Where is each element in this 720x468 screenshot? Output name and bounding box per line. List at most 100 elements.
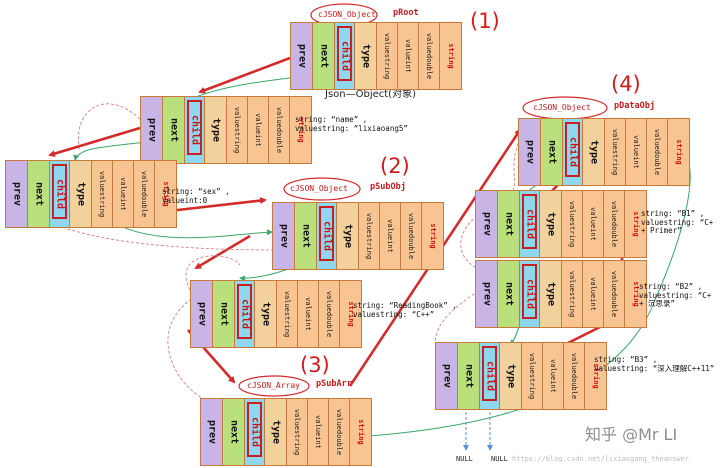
- field-label-valueint: valueint: [119, 177, 127, 211]
- field-label-child: child: [249, 416, 260, 448]
- child-highlight-box: [482, 346, 497, 401]
- field-label-valuestring: valuestring: [528, 352, 536, 400]
- field-valuedouble: valuedouble: [604, 261, 625, 327]
- field-next: next: [213, 281, 235, 347]
- field-valuestring: valuestring: [562, 191, 583, 257]
- field-prev: prev: [291, 23, 313, 89]
- field-valuestring: valuestring: [377, 23, 398, 89]
- field-child: child: [563, 119, 583, 185]
- field-type: type: [337, 203, 359, 269]
- arrow-root-child: [198, 56, 291, 94]
- field-type: type: [500, 343, 522, 409]
- field-valueint: valueint: [380, 203, 401, 269]
- field-label-type: type: [75, 181, 86, 207]
- field-label-type: type: [505, 363, 516, 389]
- g1-caption: Json—Object(对象): [325, 89, 416, 100]
- field-prev: prev: [476, 261, 498, 327]
- field-label-prev: prev: [481, 281, 492, 307]
- field-label-child: child: [189, 114, 200, 146]
- info-b2-value: valuestring: “C+: [639, 290, 712, 300]
- field-valuestring: valuestring: [92, 161, 113, 227]
- field-child: child: [520, 261, 540, 327]
- field-label-next: next: [168, 117, 179, 143]
- field-label-valuestring: valuestring: [365, 212, 373, 260]
- field-label-prev: prev: [11, 181, 22, 207]
- field-label-valuedouble: valuedouble: [335, 408, 343, 456]
- field-next: next: [163, 97, 185, 163]
- field-string: string: [585, 343, 606, 409]
- info-b3: string: “B3” , valuestring: “深入理解C++11”: [594, 355, 714, 373]
- field-valueint: valueint: [308, 399, 329, 465]
- field-label-child: child: [567, 136, 578, 168]
- field-child: child: [480, 343, 500, 409]
- field-label-valuedouble: valuedouble: [425, 32, 433, 80]
- field-label-prev: prev: [278, 223, 289, 249]
- field-type: type: [205, 97, 227, 163]
- field-label-prev: prev: [206, 419, 217, 445]
- field-string: string: [340, 281, 361, 347]
- info-reading: string: “ReadingBook” , valuestring: “C+…: [353, 301, 457, 319]
- oval-g2: [283, 177, 361, 201]
- child-highlight-box: [247, 402, 262, 457]
- field-type: type: [355, 23, 377, 89]
- field-label-string: string: [446, 43, 455, 69]
- field-valueint: valueint: [583, 261, 604, 327]
- info-b2-value-cont: + 沉思录”: [639, 299, 676, 309]
- field-label-valueint: valueint: [314, 415, 322, 449]
- field-label-valuedouble: valuedouble: [653, 128, 661, 176]
- field-valuestring: valuestring: [287, 399, 308, 465]
- info-b1-value: valuestring: “C+: [641, 217, 714, 227]
- field-label-valueint: valueint: [254, 113, 262, 147]
- field-valueint: valueint: [298, 281, 319, 347]
- field-prev: prev: [519, 119, 541, 185]
- field-label-child: child: [484, 360, 495, 392]
- info-sex: string: “sex” , Valueint:0: [162, 187, 230, 205]
- field-label-next: next: [503, 211, 514, 237]
- field-child: child: [185, 97, 205, 163]
- arrow-name-next: [48, 126, 141, 157]
- field-string: string: [155, 161, 176, 227]
- field-next: next: [498, 261, 520, 327]
- child-highlight-box: [522, 194, 537, 249]
- field-label-valueint: valueint: [404, 39, 412, 73]
- field-type: type: [255, 281, 277, 347]
- info-reading-value: valuestring: “C++”: [353, 309, 435, 319]
- g2-pointer-label: pSubObj: [370, 182, 406, 192]
- field-valuedouble: valuedouble: [419, 23, 440, 89]
- watermark: 知乎 @Mr LI: [585, 425, 678, 444]
- field-label-prev: prev: [296, 43, 307, 69]
- field-label-prev: prev: [146, 117, 157, 143]
- g1-pointer-label: pRoot: [393, 8, 419, 18]
- field-valuedouble: valuedouble: [269, 97, 290, 163]
- info-b2: string: “B2” , valuestring: “C+ + 沉思录”: [639, 282, 712, 309]
- field-label-valueint: valueint: [589, 207, 597, 241]
- field-string: string: [625, 261, 646, 327]
- field-string: string: [422, 203, 443, 269]
- field-valuedouble: valuedouble: [647, 119, 668, 185]
- field-child: child: [50, 161, 70, 227]
- field-label-valuestring: valuestring: [283, 290, 291, 338]
- field-valuestring: valuestring: [359, 203, 380, 269]
- field-valueint: valueint: [543, 343, 564, 409]
- prev-link-1: [78, 103, 151, 151]
- field-label-child: child: [524, 208, 535, 240]
- field-label-next: next: [33, 181, 44, 207]
- field-next: next: [223, 399, 245, 465]
- field-label-valuedouble: valuedouble: [140, 170, 148, 218]
- field-child: child: [245, 399, 265, 465]
- field-valuestring: valuestring: [522, 343, 543, 409]
- field-label-string: string: [428, 223, 437, 249]
- g3-struct-label: cJSON_Array: [247, 381, 300, 390]
- field-label-child: child: [54, 178, 65, 210]
- field-type: type: [540, 261, 562, 327]
- child-highlight-box: [187, 100, 202, 155]
- field-child: child: [235, 281, 255, 347]
- source-url: https://blog.csdn.net/lixiaogang_theansw…: [512, 455, 690, 463]
- prev-link-4: [167, 299, 206, 401]
- field-next: next: [498, 191, 520, 257]
- field-valuedouble: valuedouble: [604, 191, 625, 257]
